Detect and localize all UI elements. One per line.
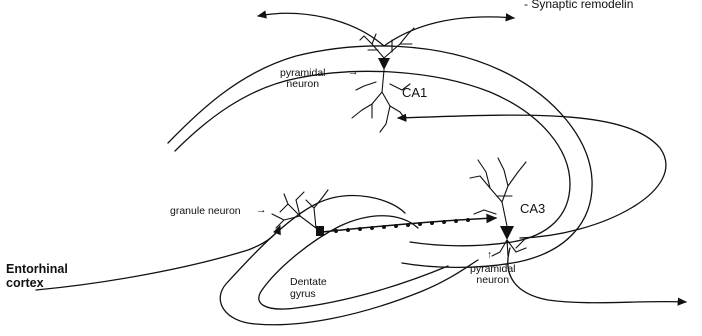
schaffer-collateral-fiber [398,115,666,238]
ca1-output-arrow-right [384,17,514,46]
granule-neuron-label: granule neuron [170,206,241,217]
ca1-pyramidal-neuron-label: pyramidal neuron [280,68,326,90]
ca-field-outer-outline [168,46,592,267]
ca1-output-arrow-left [258,13,384,46]
ca1-pointer-arrow: → [348,67,359,78]
entorhinal-cortex-label: Entorhinal cortex [6,262,68,291]
ca1-label: CA1 [402,86,427,100]
ca3-soma [500,226,514,240]
ca3-label: CA3 [520,202,545,216]
dentate-gyrus-label: Dentate gyrus [290,276,327,300]
dentate-gyrus-inner-outline [259,216,448,309]
ca-field-inner-outline [175,71,570,245]
ca3-pyramidal-neuron-label: pyramidal neuron [470,264,516,286]
ca3-pointer-arrow: ↑ [487,250,492,261]
ca3-output-fiber [508,248,686,303]
ca1-pyramidal-neuron [352,28,414,132]
ca1-soma [378,58,390,70]
perforant-path-fiber [36,226,280,290]
top-right-note: - Synaptic remodelin [524,0,633,11]
granule-pointer-arrow: → [256,205,267,216]
granule-soma [316,226,324,236]
